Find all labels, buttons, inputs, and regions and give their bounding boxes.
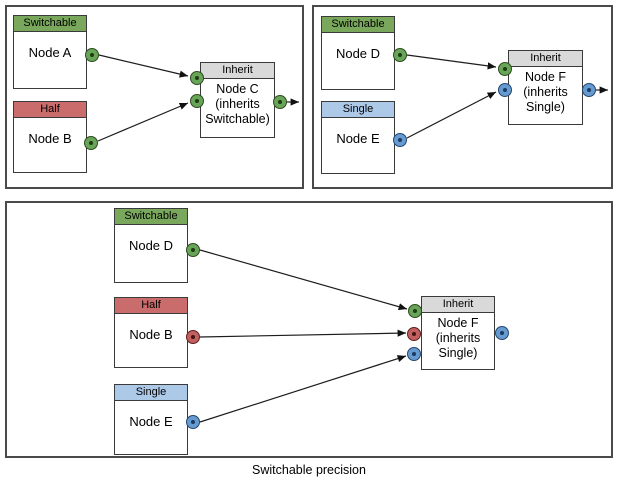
node-f: Inherit Node F (inherits Single) [508, 50, 583, 125]
node-c-subtitle: (inherits Switchable) [205, 97, 270, 126]
node-a-label: Node A [28, 45, 72, 60]
node-a-header: Switchable [14, 16, 86, 32]
node-f-bottom-header: Inherit [422, 297, 494, 313]
node-f-bottom-subtitle: (inherits Single) [435, 331, 481, 360]
node-c-label: Node C (inherits Switchable) [201, 79, 274, 127]
node-b-header: Half [14, 102, 86, 118]
edges-bottom [199, 249, 408, 423]
node-f-header: Inherit [509, 51, 582, 67]
node-b-bottom-header: Half [115, 298, 187, 314]
node-a: Switchable Node A [13, 15, 87, 89]
node-e-output-port [393, 133, 407, 147]
node-c-header: Inherit [201, 63, 274, 79]
node-f-bottom-input-port-green [408, 304, 422, 318]
node-f-output-port [582, 83, 596, 97]
node-e-bottom-header: Single [115, 385, 187, 401]
node-f-bottom-output-port [495, 326, 509, 340]
node-c-input-port-2 [190, 94, 204, 108]
node-f-bottom-label: Node F (inherits Single) [422, 313, 494, 361]
node-d-bottom-label: Node D [128, 238, 174, 253]
node-e: Single Node E [321, 101, 395, 174]
node-c-title: Node C [216, 82, 259, 96]
panel-top-right: Switchable Node D Single Node E Inherit … [312, 5, 613, 189]
node-f-input-port-blue [498, 83, 512, 97]
node-f-bottom-input-port-red [407, 327, 421, 341]
node-b: Half Node B [13, 101, 87, 173]
node-b-bottom: Half Node B [114, 297, 188, 368]
node-d-bottom-output-port [186, 243, 200, 257]
node-e-bottom: Single Node E [114, 384, 188, 455]
node-c: Inherit Node C (inherits Switchable) [200, 62, 275, 138]
node-e-bottom-output-port [186, 415, 200, 429]
node-b-label: Node B [28, 131, 72, 146]
node-f-title: Node F [525, 70, 566, 84]
node-a-output-port [85, 48, 99, 62]
node-e-header: Single [322, 102, 394, 118]
node-b-bottom-output-port [186, 330, 200, 344]
node-c-output-port [273, 95, 287, 109]
node-e-bottom-label: Node E [129, 414, 173, 429]
node-b-bottom-label: Node B [129, 327, 173, 342]
node-d: Switchable Node D [321, 16, 395, 90]
node-d-label: Node D [335, 46, 381, 61]
node-f-subtitle: (inherits Single) [523, 85, 568, 114]
node-d-header: Switchable [322, 17, 394, 33]
node-f-bottom-title: Node F [437, 316, 479, 330]
node-d-output-port [393, 48, 407, 62]
node-d-bottom: Switchable Node D [114, 208, 188, 283]
diagram-caption: Switchable precision [252, 463, 366, 477]
node-f-bottom-input-port-blue [407, 347, 421, 361]
node-d-bottom-header: Switchable [115, 209, 187, 225]
node-b-output-port [84, 136, 98, 150]
node-f-label: Node F (inherits Single) [509, 67, 582, 115]
panel-top-left: Switchable Node A Half Node B Inherit No… [5, 5, 304, 189]
node-f-bottom: Inherit Node F (inherits Single) [421, 296, 495, 370]
panel-bottom: Switchable Node D Half Node B Single Nod… [5, 201, 613, 458]
node-f-input-port-green [498, 62, 512, 76]
node-e-label: Node E [336, 131, 380, 146]
node-c-input-port-1 [190, 71, 204, 85]
